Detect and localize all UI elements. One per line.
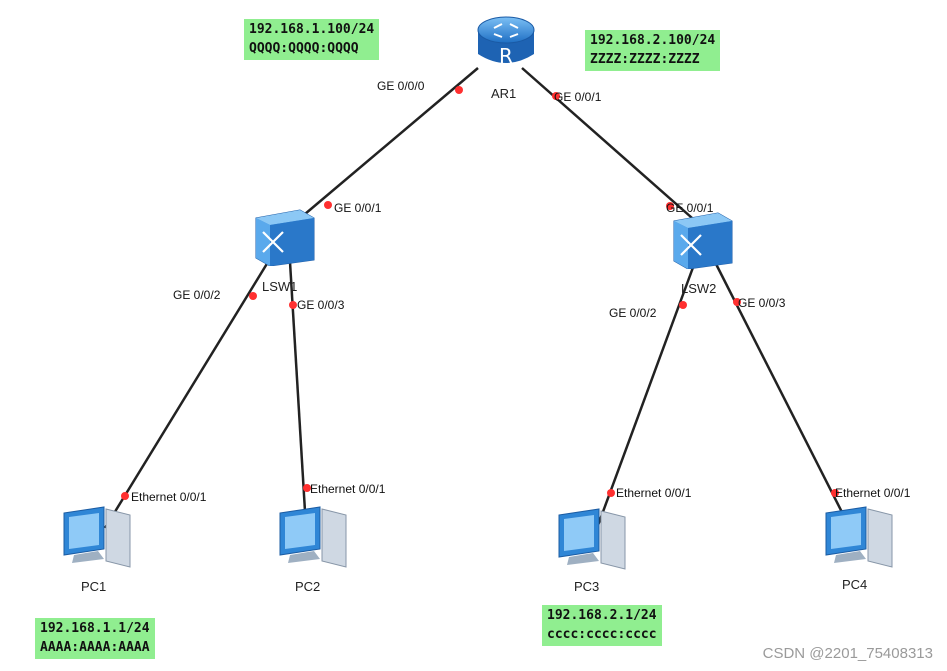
pc4-label: PC4 [842, 577, 868, 592]
port-dot [324, 201, 332, 209]
pc-icon [63, 506, 131, 568]
address-box-pc1: 192.168.1.1/24 AAAA:AAAA:AAAA [35, 618, 155, 659]
pc3-label: PC3 [574, 579, 600, 594]
link-lsw2-pc3 [595, 261, 697, 529]
mac-address: QQQQ:QQQQ:QQQQ [249, 41, 359, 56]
pc-pc4[interactable] [822, 505, 896, 571]
switch-lsw1[interactable] [254, 208, 316, 267]
ipv4-address: 192.168.2.100/24 [590, 33, 716, 48]
port-dot [666, 202, 674, 210]
pc-icon [825, 506, 893, 568]
pc-icon [279, 506, 347, 568]
ar1-label: AR1 [491, 86, 517, 101]
switch-icon [255, 209, 315, 267]
pc2-label: PC2 [295, 579, 321, 594]
address-box-ar1-left: 192.168.1.100/24 QQQQ:QQQQ:QQQQ [244, 19, 380, 60]
switch-lsw2[interactable] [672, 211, 734, 270]
port-label-lsw1-ge003: GE 0/0/3 [297, 298, 345, 312]
watermark: CSDN @2201_75408313 [762, 645, 933, 662]
pc-icon [558, 508, 626, 570]
port-dot [289, 301, 297, 309]
ipv4-address: 192.168.1.100/24 [249, 22, 375, 37]
pc-pc1[interactable] [60, 505, 134, 571]
link-ar1-lsw2 [521, 67, 701, 226]
port-label-ar1-ge001: GE 0/0/1 [554, 90, 602, 104]
port-dot [303, 484, 311, 492]
port-dot [831, 489, 839, 497]
pc-pc2[interactable] [276, 505, 350, 571]
port-label-pc3-eth: Ethernet 0/0/1 [616, 486, 692, 500]
link-lsw2-pc4 [713, 261, 852, 529]
port-dot [679, 301, 687, 309]
port-label-lsw2-ge001: GE 0/0/1 [666, 201, 714, 215]
port-label-pc2-eth: Ethernet 0/0/1 [310, 482, 386, 496]
ipv4-address: 192.168.2.1/24 [547, 608, 657, 623]
port-label-pc4-eth: Ethernet 0/0/1 [835, 486, 911, 500]
port-label-lsw1-ge002: GE 0/0/2 [173, 288, 221, 302]
svg-text:R: R [499, 44, 513, 68]
lsw1-label: LSW1 [262, 279, 298, 294]
router-icon: R [477, 16, 535, 68]
router-ar1[interactable]: R [474, 14, 538, 72]
port-dot [552, 92, 560, 100]
mac-address: AAAA:AAAA:AAAA [40, 640, 150, 655]
port-dot [607, 489, 615, 497]
link-lsw1-pc1 [103, 261, 270, 529]
port-dot [121, 492, 129, 500]
port-label-ar1-ge000: GE 0/0/0 [377, 79, 425, 93]
link-ar1-lsw1 [291, 67, 479, 226]
port-label-lsw2-ge003: GE 0/0/3 [738, 296, 786, 310]
pc-pc3[interactable] [555, 507, 629, 573]
pc1-label: PC1 [81, 579, 107, 594]
port-label-lsw2-ge002: GE 0/0/2 [609, 306, 657, 320]
port-dot [455, 86, 463, 94]
switch-icon [673, 212, 733, 270]
mac-address: cccc:cccc:cccc [547, 627, 657, 642]
mac-address: ZZZZ:ZZZZ:ZZZZ [590, 52, 700, 67]
port-dot [733, 298, 741, 306]
address-box-ar1-right: 192.168.2.100/24 ZZZZ:ZZZZ:ZZZZ [585, 30, 721, 71]
port-label-pc1-eth: Ethernet 0/0/1 [131, 490, 207, 504]
address-box-pc3: 192.168.2.1/24 cccc:cccc:cccc [542, 605, 662, 646]
port-dot [249, 292, 257, 300]
port-label-lsw1-ge001: GE 0/0/1 [334, 201, 382, 215]
ipv4-address: 192.168.1.1/24 [40, 621, 150, 636]
lsw2-label: LSW2 [681, 281, 717, 296]
